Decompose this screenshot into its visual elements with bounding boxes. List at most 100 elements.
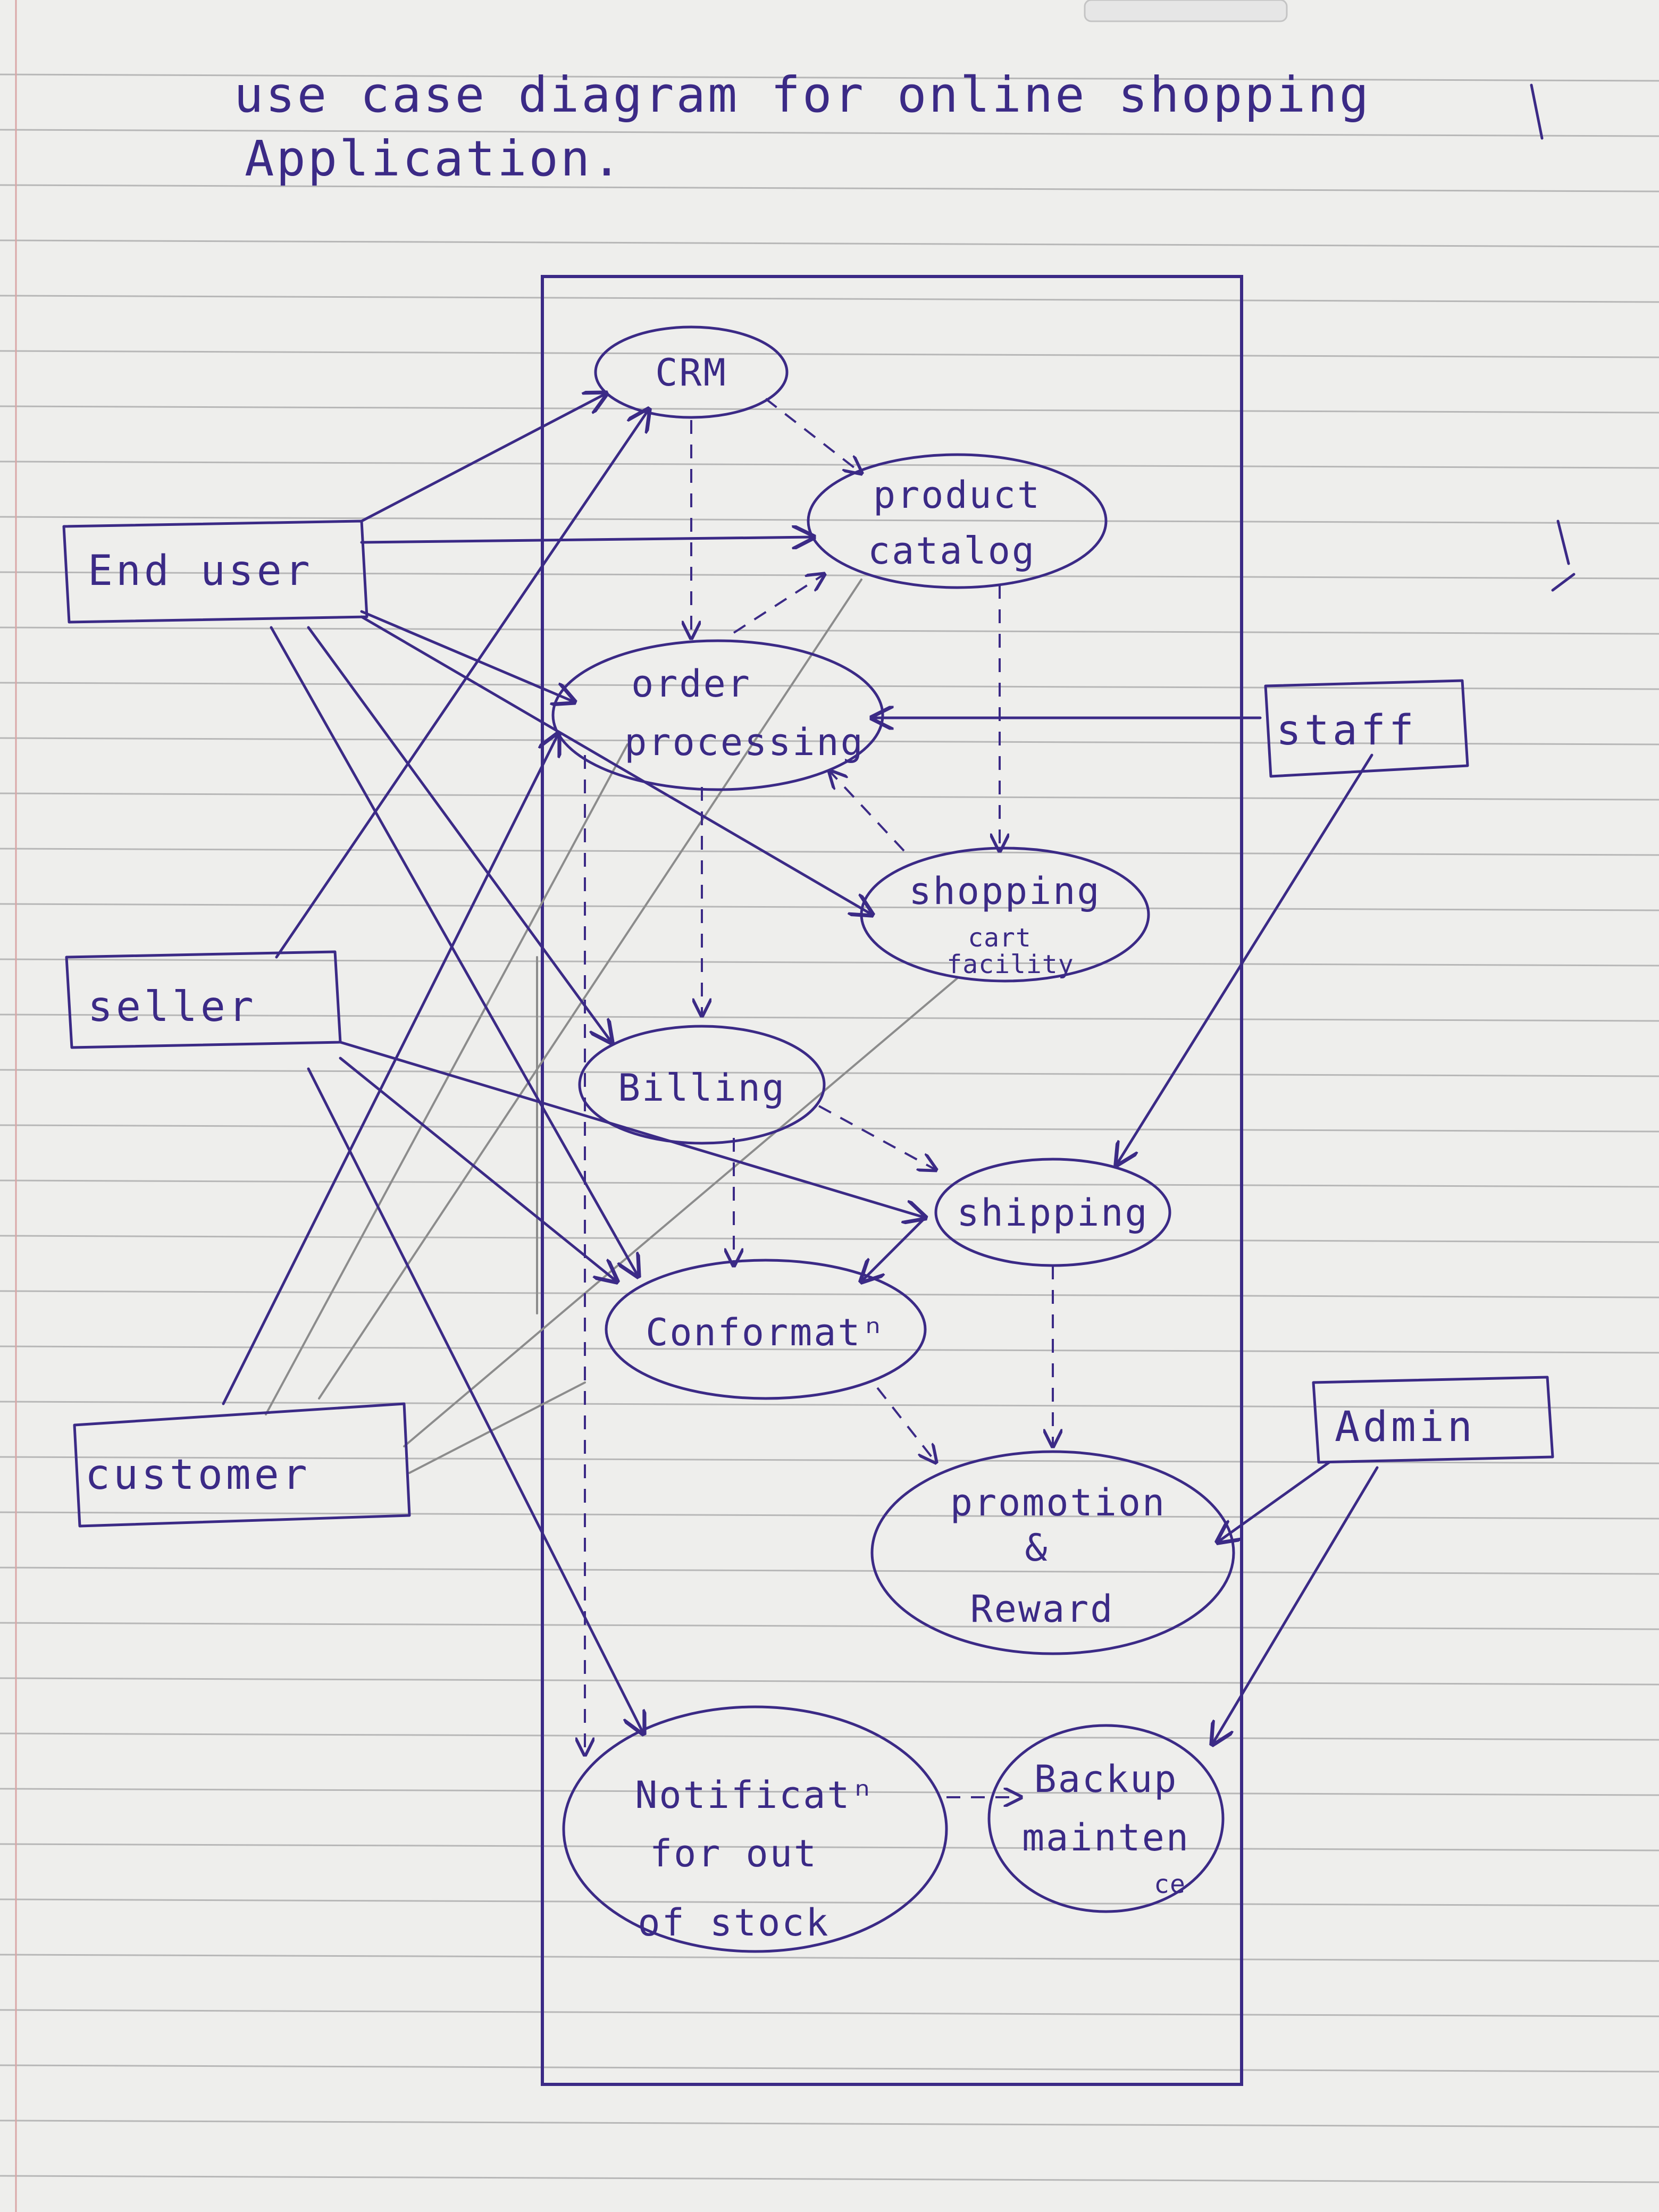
use-case-label-line: promotion [950,1481,1166,1524]
use-case-ellipse [987,1724,1225,1913]
ruled-line [0,2064,1659,2073]
ruled-line [0,2009,1659,2017]
use-case-confirmation: Conformatⁿ [605,1259,927,1400]
diagram-title-line-1: use case diagram for online shopping [234,66,1371,123]
use-case-label: CRM [655,351,727,395]
ruled-line [0,737,1659,745]
use-case-label-line: Reward [970,1587,1115,1631]
ruled-line [0,295,1659,303]
ruled-line [0,184,1659,192]
ruled-line [0,405,1659,414]
ruled-line [0,1456,1659,1464]
use-case-backup-maintenance: Backup mainten ce [987,1724,1225,1913]
pencil-line [408,1381,586,1474]
use-case-label-line: mainten [1022,1816,1190,1859]
use-case-ellipse [807,453,1108,589]
ruled-line [0,1954,1659,1962]
use-case-label: Conformatⁿ [646,1311,885,1354]
actor-staff: staff [1264,679,1469,778]
admin-to-promotion [1218,1461,1331,1542]
page-date-tab [1084,0,1288,22]
use-case-label-line: processing [624,720,864,764]
ruled-line [0,516,1659,524]
system-boundary [541,275,1243,2086]
ruled-line [0,1622,1659,1630]
pencil-line [318,579,862,1400]
end-user-to-crm [360,393,606,523]
use-case-ellipse [605,1259,927,1400]
ruled-line [0,2175,1659,2183]
crm-to-catalog [765,398,861,473]
ruled-line [0,571,1659,580]
use-case-ellipse [934,1158,1171,1267]
ruled-line [0,903,1659,911]
order-to-catalog [733,574,824,634]
use-case-label-line: cart [968,923,1032,953]
use-case-label-line: facility [946,950,1074,979]
pencil-line [403,977,958,1447]
use-case-label-line: order [631,662,751,706]
use-case-label-line: ce [1154,1870,1186,1899]
actor-associations [222,393,1379,1744]
use-case-notification: Notificatⁿ for out of stock [562,1705,948,1953]
ruled-line [0,1677,1659,1686]
use-case-shipping: shipping [934,1158,1171,1267]
title-bracket-stroke [1530,83,1544,140]
actor-label: seller [88,983,257,1031]
use-case-label-line: & [1025,1526,1049,1570]
use-case-label-line: catalog [868,529,1036,573]
end-user-to-cart [360,615,872,915]
use-case-billing: Billing [578,1025,826,1145]
use-case-label-line: of stock [638,1901,830,1945]
use-case-label: shipping [957,1191,1149,1235]
cart-to-order [830,771,905,852]
ruled-line [0,682,1659,690]
ruled-line [0,1732,1659,1741]
ruled-line [0,848,1659,856]
ruled-line [0,1235,1659,1243]
ruled-line [0,1401,1659,1409]
ruled-line [0,626,1659,635]
use-case-ellipse [551,639,884,791]
ruled-line [0,1345,1659,1354]
use-case-crm: CRM [594,325,789,419]
use-case-label-line: shopping [909,869,1101,913]
actor-seller: seller [65,950,342,1049]
billing-to-shipping [818,1105,936,1170]
ruled-line [0,792,1659,801]
ruled-line [0,1566,1659,1575]
ruled-line [0,1124,1659,1133]
end-user-to-catalog [360,537,814,542]
actor-customer: customer [73,1402,411,1528]
ruled-line [0,350,1659,358]
actor-box [1264,679,1469,778]
admin-to-backup [1212,1466,1379,1744]
ruled-line [0,460,1659,469]
actor-admin: Admin [1312,1376,1554,1464]
actor-label: End user [88,547,313,595]
ruled-line [0,1788,1659,1796]
ruled-line [0,73,1659,82]
pencil-associations [265,579,958,1474]
use-case-label-line: product [873,473,1041,517]
customer-to-order [222,734,558,1405]
seller-to-shipping [339,1041,925,1218]
ruled-line [0,958,1659,967]
actor-end-user: End user [62,520,368,624]
seller-to-crm [275,409,649,959]
shipping-to-confirmation [861,1216,927,1281]
end-user-to-confirmation [270,626,638,1276]
ruled-lines [0,73,1659,2183]
ruled-line [0,1069,1659,1077]
use-case-label-line: for out [650,1832,818,1875]
ruled-line [0,1179,1659,1188]
seller-to-notification [307,1067,643,1733]
pencil-line [265,743,629,1415]
actor-box [65,950,342,1049]
use-case-label: Billing [618,1066,786,1110]
use-case-ellipse [870,1450,1235,1655]
staff-to-shipping [1117,753,1373,1164]
